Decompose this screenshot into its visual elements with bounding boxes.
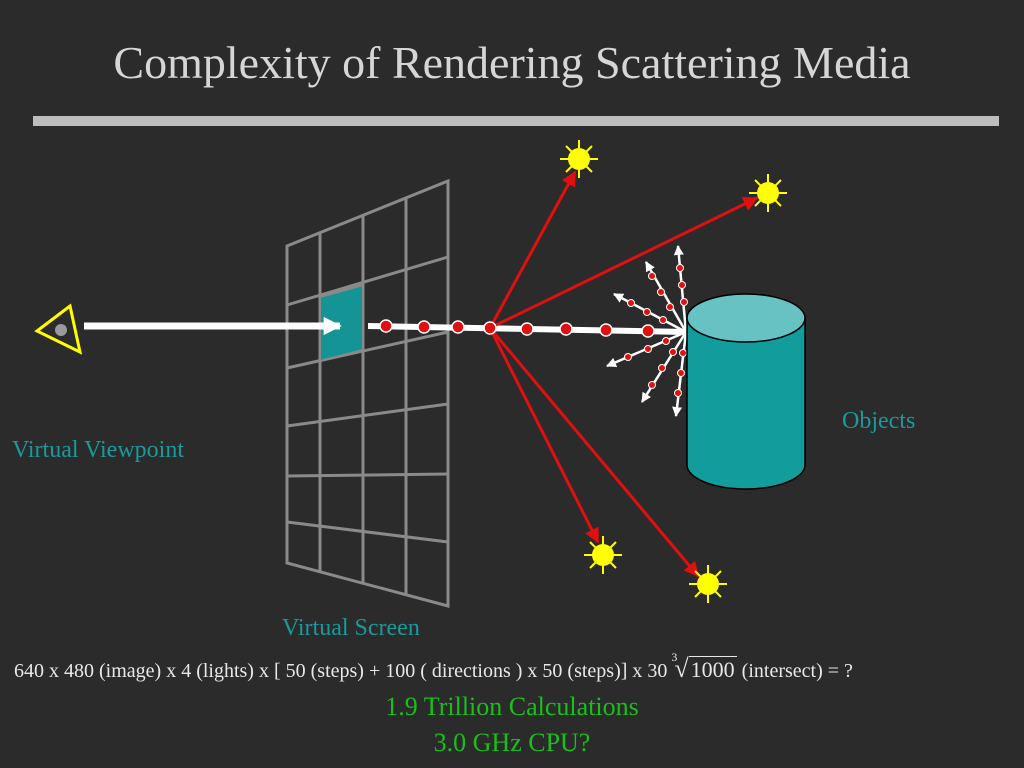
scatter-samples [624,264,688,397]
objects-label: Objects [842,408,916,434]
result-calculations: 1.9 Trillion Calculations [385,692,639,721]
root-value: 1000 [688,656,737,682]
eye-icon [34,303,83,355]
title-divider [33,116,999,126]
sun-icon [584,536,622,574]
complexity-formula: 640 x 480 (image) x 4 (lights) x [ 50 (s… [14,650,1014,684]
result-cpu: 3.0 GHz CPU? [433,728,591,757]
virtual-screen-grid [285,178,450,608]
cube-root: 3√1000 [671,650,737,683]
march-samples [379,319,655,338]
light-rays [488,170,759,578]
viewpoint-label: Virtual Viewpoint [12,437,184,463]
sun-icon [560,140,598,178]
sun-icon [749,174,787,212]
sun-icon [689,565,727,603]
root-index: 3 [671,650,678,664]
slide-title: Complexity of Rendering Scattering Media [113,37,911,88]
formula-tail: (intersect) = ? [741,660,853,682]
cylinder-object [686,293,806,490]
formula-text: 640 x 480 (image) x 4 (lights) x [ 50 (s… [14,660,668,682]
screen-label: Virtual Screen [282,615,420,641]
